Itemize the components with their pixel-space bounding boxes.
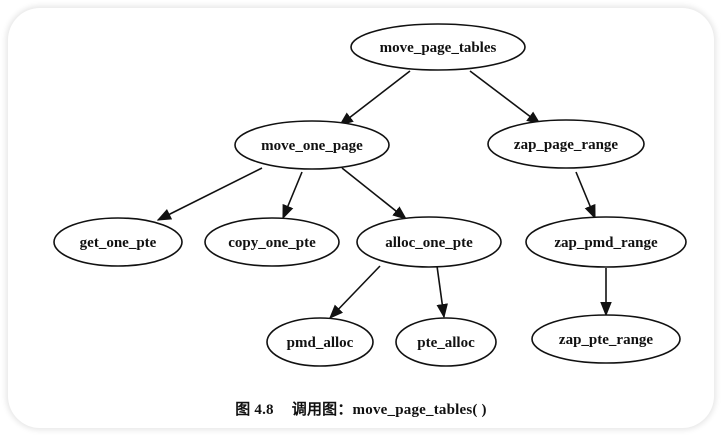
- node-label: move_page_tables: [380, 40, 497, 56]
- edge-zap_page_range-zap_pmd_range: [575, 171, 596, 220]
- node-pte_alloc: pte_alloc: [395, 317, 497, 367]
- node-label: zap_pmd_range: [554, 235, 658, 251]
- node-label: get_one_pte: [80, 235, 157, 251]
- node-label: copy_one_pte: [228, 235, 316, 251]
- edge-move_one_page-alloc_one_pte: [341, 167, 408, 220]
- edge-move_page_tables-move_one_page: [338, 70, 411, 126]
- node-label: zap_page_range: [514, 137, 619, 153]
- edge-move_one_page-copy_one_pte: [282, 171, 303, 220]
- edges: [156, 70, 612, 320]
- node-copy_one_pte: copy_one_pte: [204, 217, 340, 267]
- edge-move_page_tables-zap_page_range: [469, 70, 542, 125]
- node-get_one_pte: get_one_pte: [53, 217, 183, 267]
- node-zap_page_range: zap_page_range: [487, 119, 645, 169]
- node-zap_pmd_range: zap_pmd_range: [525, 216, 687, 268]
- node-move_one_page: move_one_page: [234, 120, 390, 170]
- node-alloc_one_pte: alloc_one_pte: [356, 216, 502, 268]
- figure-number: 图 4.8: [235, 402, 274, 418]
- figure-title: 调用图：move_page_tables( ): [291, 402, 487, 418]
- node-move_page_tables: move_page_tables: [350, 23, 526, 71]
- node-label: zap_pte_range: [559, 332, 653, 348]
- edge-alloc_one_pte-pte_alloc: [436, 265, 448, 319]
- edge-alloc_one_pte-pmd_alloc: [329, 265, 381, 320]
- node-zap_pte_range: zap_pte_range: [531, 314, 681, 364]
- node-label: alloc_one_pte: [385, 235, 473, 251]
- node-label: pte_alloc: [417, 335, 475, 351]
- node-label: move_one_page: [261, 138, 363, 154]
- node-pmd_alloc: pmd_alloc: [266, 317, 374, 367]
- node-label: pmd_alloc: [287, 335, 354, 351]
- figure-caption: 图 4.8 调用图：move_page_tables( ): [0, 398, 722, 419]
- edge-move_one_page-get_one_pte: [156, 167, 263, 221]
